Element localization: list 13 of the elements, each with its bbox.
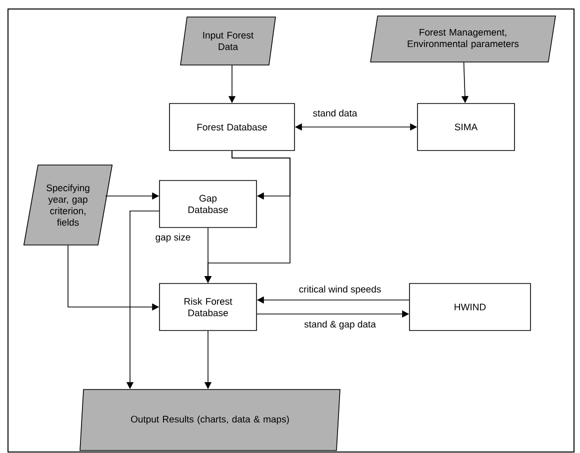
data-parallelogram: Forest Management, Environmental parameters [370,16,556,62]
process-box: Gap Database [159,180,257,228]
edge-label: critical wind speeds [298,284,382,296]
data-parallelogram: Output Results (charts, data & maps) [80,389,340,451]
process-box: Forest Database [169,103,295,151]
process-box: SIMA [417,103,515,151]
edge-label: stand data [312,108,358,118]
process-box: Risk Forest Database [159,283,257,331]
edge-label: stand & gap data [303,320,377,330]
data-parallelogram: Specifying year, gap criterion, fields [23,164,113,246]
data-parallelogram: Input Forest Data [180,16,276,66]
process-box: HWIND [409,283,531,331]
edge-label: gap size [154,232,192,244]
